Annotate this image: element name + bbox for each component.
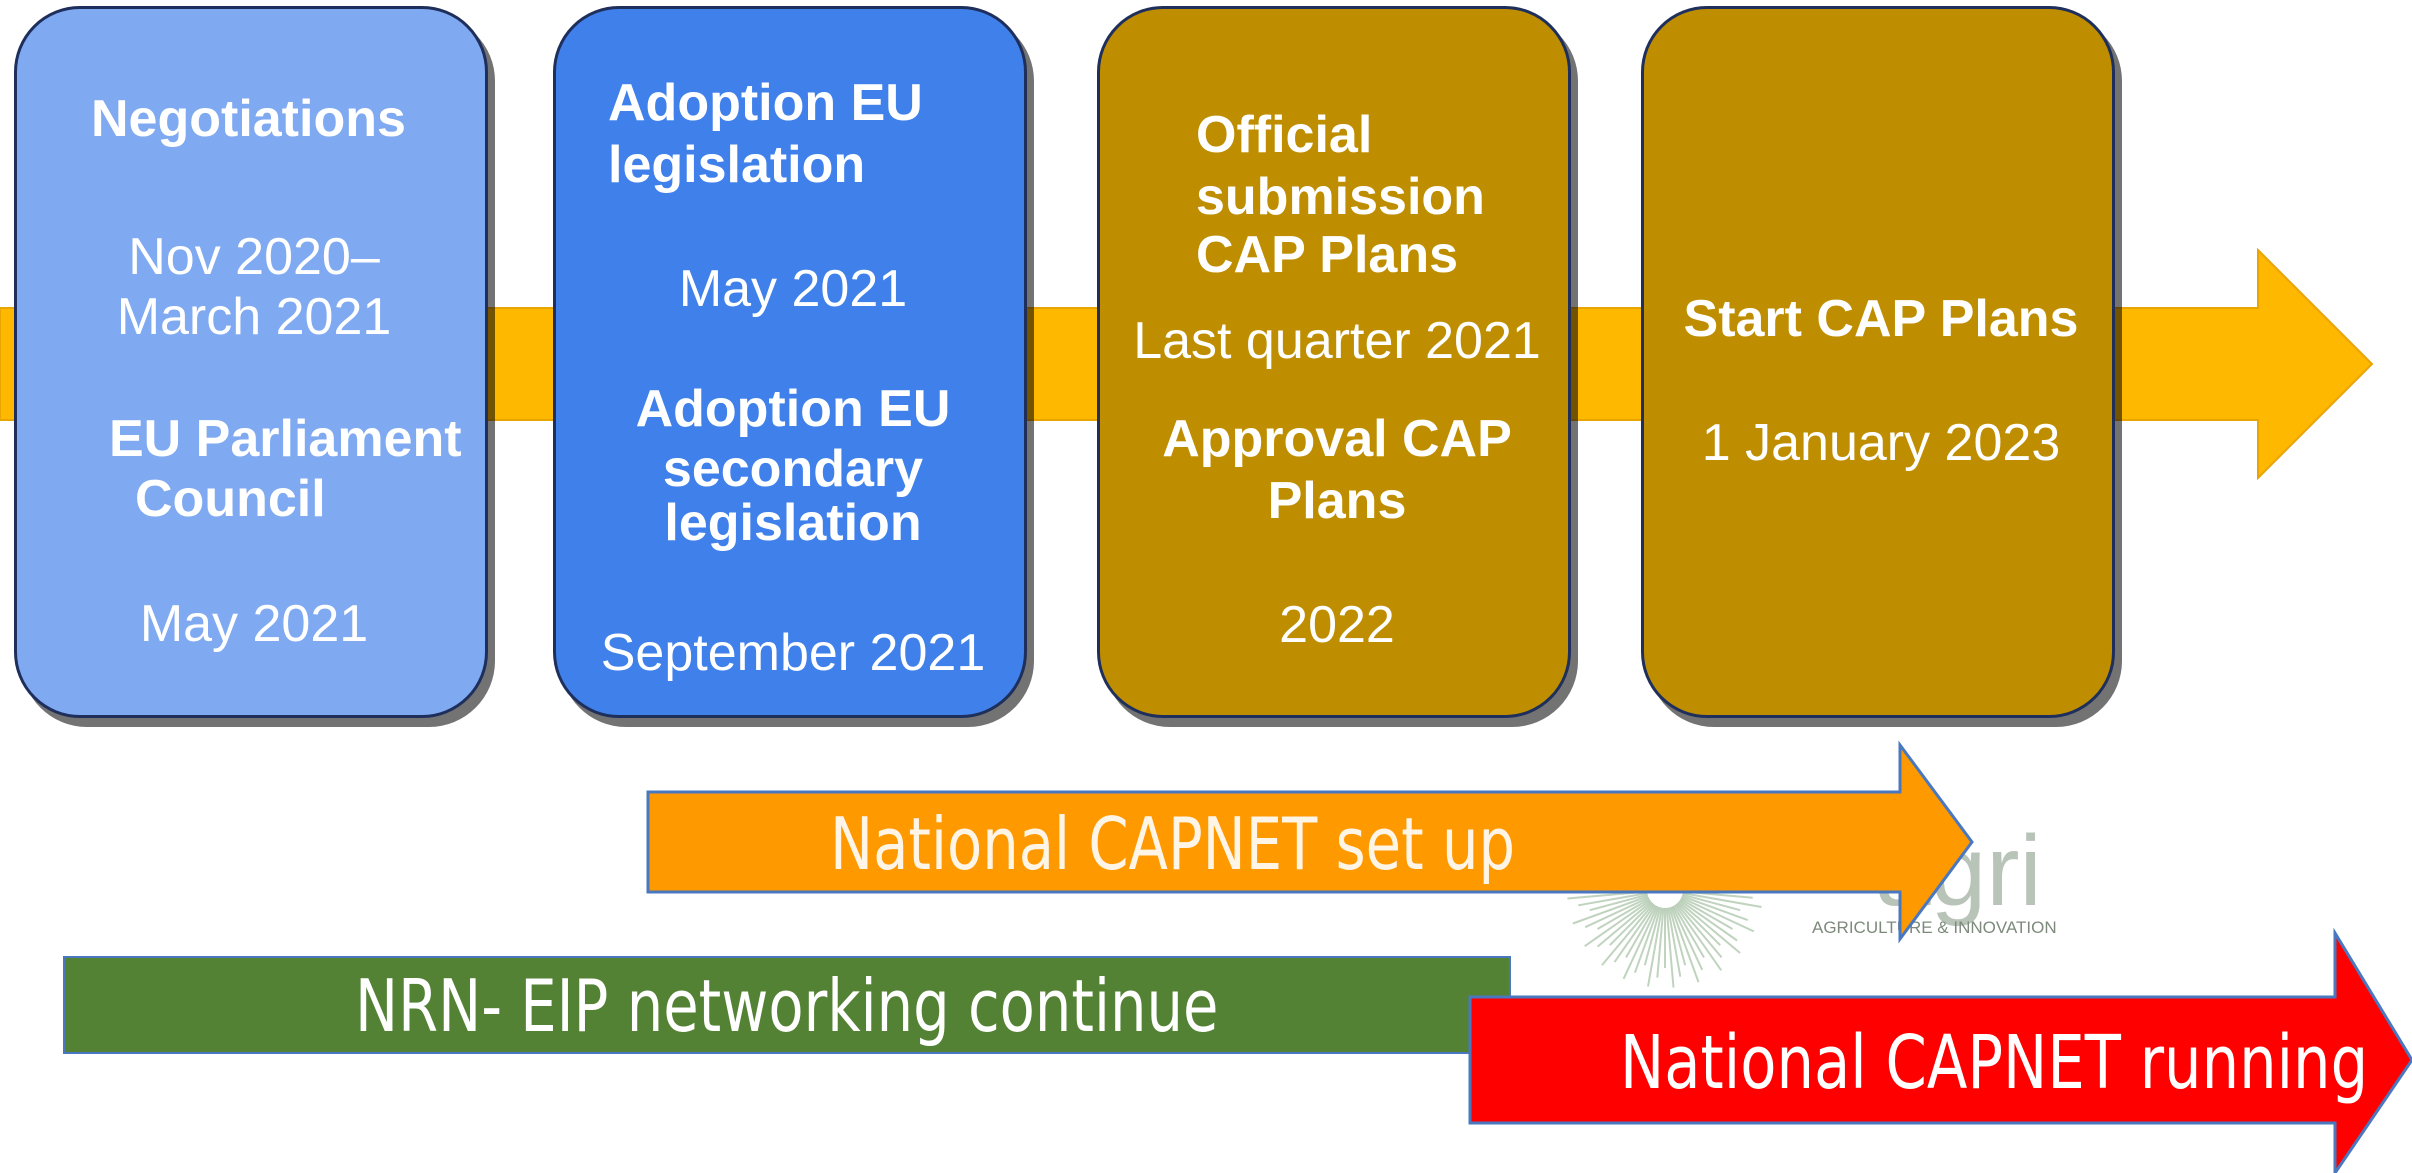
- stage-secondary-title-line-2: Plans: [1267, 472, 1407, 530]
- networking-bar: [63, 956, 1511, 1054]
- logo-burst-ray: [1668, 907, 1687, 966]
- logo-burst-ray: [1584, 899, 1651, 948]
- logo-burst-ray: [1675, 903, 1723, 959]
- stage-date: 1 January 2023: [1701, 414, 2061, 472]
- setup-arrow: [646, 740, 1974, 944]
- stage-date: May 2021: [139, 595, 369, 653]
- logo-burst-ray: [1673, 905, 1705, 959]
- logo-burst-ray: [1613, 904, 1656, 963]
- logo-burst-ray: [1679, 899, 1738, 942]
- stage-title-line-3: CAP Plans: [1196, 226, 1459, 284]
- logo-burst-ray: [1656, 907, 1665, 978]
- stage-actor-line-2: Council: [135, 470, 326, 528]
- logo-burst-ray: [1682, 892, 1762, 908]
- logo-burst-ray: [1678, 900, 1741, 954]
- stage-secondary-date: September 2021: [600, 624, 986, 682]
- stage-title-line-2: legislation: [608, 136, 866, 194]
- logo-burst-ray: [1670, 906, 1700, 983]
- logo-tagline: AGRICULTURE & INNOVATION: [1812, 918, 2057, 937]
- logo-burst-ray: [1643, 907, 1662, 966]
- logo-burst-ray: [1680, 898, 1734, 930]
- logo-burst-ray: [1681, 895, 1749, 922]
- stage-title: Start CAP Plans: [1683, 290, 2079, 348]
- stage-period-line-2: March 2021: [116, 288, 392, 346]
- logo-burst-ray: [1584, 896, 1650, 929]
- logo-burst-ray: [1647, 907, 1663, 987]
- logo-burst-ray: [1601, 903, 1655, 966]
- stage-title: Negotiations: [91, 90, 406, 148]
- stage-title-line-1: Official: [1196, 106, 1373, 164]
- logo-burst-ray: [1665, 907, 1675, 988]
- logo-burst-ray: [1667, 907, 1682, 977]
- logo-burst-ray: [1609, 901, 1654, 946]
- stage-date: May 2021: [678, 260, 908, 318]
- stage-date: Last quarter 2021: [1133, 312, 1541, 370]
- logo-burst-ray: [1676, 901, 1721, 946]
- logo-burst-ray: [1633, 906, 1660, 974]
- stage-secondary-title-line-2: secondary: [662, 440, 924, 498]
- stage-box-submission: Official submission CAP Plans Last quart…: [1097, 6, 1571, 718]
- logo-burst-ray: [1596, 898, 1650, 930]
- logo-burst-ray: [1682, 893, 1741, 912]
- stage-box-adoption: Adoption EU legislation May 2021 Adoptio…: [553, 6, 1027, 718]
- stage-secondary-title-line-1: Approval CAP: [1162, 410, 1512, 468]
- stage-secondary-date: 2022: [1279, 596, 1395, 654]
- logo-burst-ray: [1671, 905, 1704, 971]
- logo-burst-ray: [1596, 900, 1652, 948]
- running-arrow-label: National CAPNET running: [1620, 1020, 2369, 1106]
- logo-burst-ray: [1578, 892, 1648, 907]
- stage-title-line-1: Adoption EU: [608, 74, 923, 132]
- stage-title-line-2: submission: [1196, 168, 1485, 226]
- running-arrow: [1468, 927, 2412, 1173]
- logo-burst-ray: [1680, 896, 1755, 933]
- stage-secondary-title-line-3: legislation: [664, 494, 922, 552]
- logo-burst-ray: [1625, 905, 1657, 959]
- networking-bar-label: NRN- EIP networking continue: [355, 964, 1219, 1048]
- logo-burst-ray: [1572, 895, 1649, 925]
- stage-box-start: Start CAP Plans 1 January 2023: [1641, 6, 2115, 718]
- setup-arrow-label: National CAPNET set up: [830, 802, 1516, 886]
- stage-secondary-title-line-1: Adoption EU: [635, 380, 951, 438]
- stage-actor-line-1: EU Parliament: [109, 410, 462, 468]
- stage-box-negotiations: Negotiations Nov 2020– March 2021 EU Par…: [14, 6, 488, 718]
- stage-period-line-1: Nov 2020–: [128, 228, 380, 286]
- logo-burst-ray: [1674, 904, 1723, 971]
- logo-burst-ray: [1589, 893, 1648, 912]
- logo-burst-ray: [1622, 905, 1659, 980]
